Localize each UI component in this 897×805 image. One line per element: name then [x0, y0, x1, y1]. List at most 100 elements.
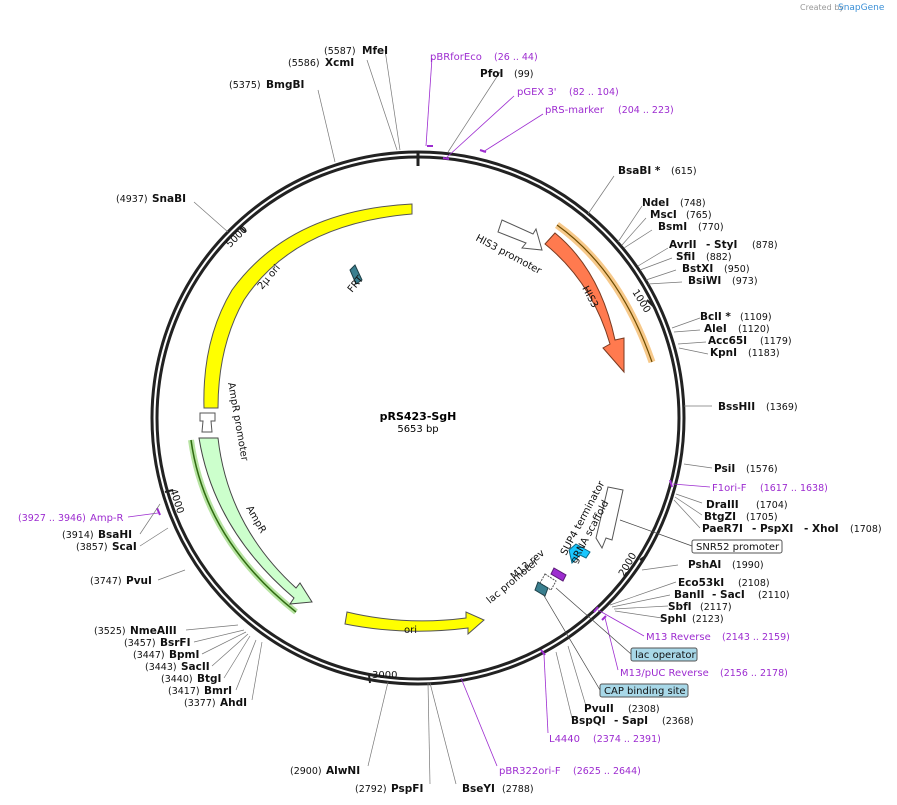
enz-alwni-name[interactable]: AlwNI [326, 765, 360, 777]
enz-pfoi-pos: (99) [514, 69, 534, 80]
enz-bsahi-name[interactable]: BsaHI [98, 529, 132, 541]
enz-scai-pos: (3857) [76, 542, 108, 553]
primer-pgex3-name[interactable]: pGEX 3' [517, 87, 557, 98]
primer-pbr322ori-range: (2625 .. 2644) [573, 766, 641, 777]
enz-bmri-name[interactable]: BmrI [204, 685, 232, 697]
enz-alei-name[interactable]: AleI [704, 323, 727, 335]
primer-pbrforeco-name[interactable]: pBRforEco [430, 52, 482, 63]
enzyme-leaders [139, 49, 713, 785]
enz-sphi-name[interactable]: SphI [660, 613, 686, 625]
primer-marks-m13 [593, 606, 607, 621]
enz-bsabi-name[interactable]: BsaBI * [618, 165, 661, 177]
backbone-outer [150, 150, 686, 686]
enz-avrii-name[interactable]: AvrII [669, 239, 697, 251]
enz-bsiwi-name[interactable]: BsiWI [688, 275, 721, 287]
snr52-box[interactable] [691, 539, 783, 554]
enz-xcmi-name[interactable]: XcmI [325, 57, 354, 69]
enz-pshai-name[interactable]: PshAI [688, 559, 721, 571]
enz-pspxi-name[interactable]: - PspXI [752, 523, 793, 535]
primer-l4440-name[interactable]: L4440 [549, 734, 580, 745]
sup4-terminator-shape[interactable] [595, 486, 624, 550]
enz-psii-name[interactable]: PsiI [714, 463, 735, 475]
enz-bsrfi-name[interactable]: BsrFI [160, 637, 191, 649]
enz-banii-name[interactable]: BanII [674, 589, 704, 601]
enz-pvuii-name[interactable]: PvuII [584, 703, 614, 715]
enz-btgzi-name[interactable]: BtgZI [704, 511, 736, 523]
enz-paer7i-name[interactable]: PaeR7I [702, 523, 743, 535]
enz-bsshii-name[interactable]: BssHII [718, 401, 755, 413]
enz-mfei-name[interactable]: MfeI [362, 45, 388, 57]
primer-pbr322ori-name[interactable]: pBR322ori-F [499, 766, 561, 777]
enz-bpmi-name[interactable]: BpmI [169, 649, 199, 661]
enz-sacii-pos: (3443) [145, 662, 177, 673]
enz-pspfi-name[interactable]: PspFI [391, 783, 423, 795]
enz-saci-pos: (2110) [758, 590, 790, 601]
enz-bsmi-name[interactable]: BsmI [658, 221, 687, 233]
cap-site-box[interactable] [599, 683, 689, 698]
primer-prs-marker-name[interactable]: pRS-marker [545, 105, 605, 116]
enz-eco53ki-name[interactable]: Eco53kI [678, 577, 724, 589]
enz-kpni-name[interactable]: KpnI [710, 347, 737, 359]
lac-operator-shape[interactable] [539, 573, 557, 591]
primer-f1ori-name[interactable]: F1ori-F [712, 483, 747, 494]
primer-m13reverse-name[interactable]: M13 Reverse [646, 632, 711, 643]
enz-btgi-name[interactable]: BtgI [197, 673, 221, 685]
his3-arrow[interactable] [544, 232, 625, 374]
frt-arrow[interactable] [349, 264, 363, 285]
tick-2000 [639, 554, 648, 561]
enz-saci-name[interactable]: - SacI [712, 589, 745, 601]
enz-ndei-pos: (748) [680, 198, 706, 209]
enz-ahdi-pos: (3377) [184, 698, 216, 709]
lac-promoter-label: lac promoter [485, 556, 542, 606]
enz-pfoi-name[interactable]: PfoI [480, 68, 503, 80]
enz-sfii-name[interactable]: SfiI [676, 251, 695, 263]
lac-operator-box[interactable] [630, 647, 698, 662]
enz-ndei-name[interactable]: NdeI [642, 197, 669, 209]
primer-f1ori-range: (1617 .. 1638) [760, 483, 828, 494]
enz-xhoi-name[interactable]: - XhoI [804, 523, 839, 535]
primer-mark-f1ori [669, 479, 673, 488]
enz-nmeaiii-name[interactable]: NmeAIII [130, 625, 177, 637]
enz-styi-name[interactable]: - StyI [706, 239, 737, 251]
primer-l4440-range: (2374 .. 2391) [593, 734, 661, 745]
primer-m13puc-name[interactable]: M13/pUC Reverse [620, 668, 709, 679]
enz-sphi-pos: (2123) [692, 614, 724, 625]
primer-prs-marker-range: (204 .. 223) [618, 105, 674, 116]
credit-brand: SnapGene [838, 3, 885, 13]
enz-ahdi-name[interactable]: AhdI [220, 697, 247, 709]
enz-acc65i-name[interactable]: Acc65I [708, 335, 747, 347]
enz-pvui-name[interactable]: PvuI [126, 575, 152, 587]
enz-sapi-name[interactable]: - SapI [614, 715, 648, 727]
primer-ampr-name[interactable]: Amp-R [90, 513, 124, 524]
leader-cap [542, 593, 601, 691]
enz-bmgbi-name[interactable]: BmgBI [266, 79, 304, 91]
primer-marks-top [427, 145, 487, 160]
enz-draiii-name[interactable]: DraIII [706, 499, 739, 511]
leader-m13reverse [597, 609, 645, 637]
tick-4000 [164, 489, 174, 493]
ampr-promoter-arrow[interactable] [199, 412, 216, 433]
enz-msci-name[interactable]: MscI [650, 209, 677, 221]
leader-lac-operator [555, 587, 632, 655]
enz-snabi-name[interactable]: SnaBI [152, 193, 186, 205]
grna-scaffold-arrow[interactable] [568, 543, 591, 564]
enz-bcli-name[interactable]: BclI * [700, 311, 731, 323]
enz-sbfi-name[interactable]: SbfI [668, 601, 692, 613]
ampr-arrow[interactable] [198, 437, 313, 605]
cap-site-shape[interactable] [534, 581, 549, 597]
ori-arrow[interactable] [344, 611, 485, 636]
enz-bstxi-name[interactable]: BstXI [682, 263, 713, 275]
enz-draiii-pos: (1704) [756, 500, 788, 511]
enz-scai-name[interactable]: ScaI [112, 541, 137, 553]
enz-pshai-pos: (1990) [732, 560, 764, 571]
enz-bsahi-pos: (3914) [62, 530, 94, 541]
enz-bspqi-name[interactable]: BspQI [571, 715, 606, 727]
leader-pbr322ori [460, 677, 498, 767]
m13-rev-shape[interactable] [550, 567, 567, 582]
enz-nmeaiii-pos: (3525) [94, 626, 126, 637]
enz-bseyi-name[interactable]: BseYI [462, 783, 495, 795]
enz-sacii-name[interactable]: SacII [181, 661, 210, 673]
his3-promoter-arrow[interactable] [497, 219, 543, 251]
two-micron-ori-arc[interactable] [203, 203, 413, 409]
